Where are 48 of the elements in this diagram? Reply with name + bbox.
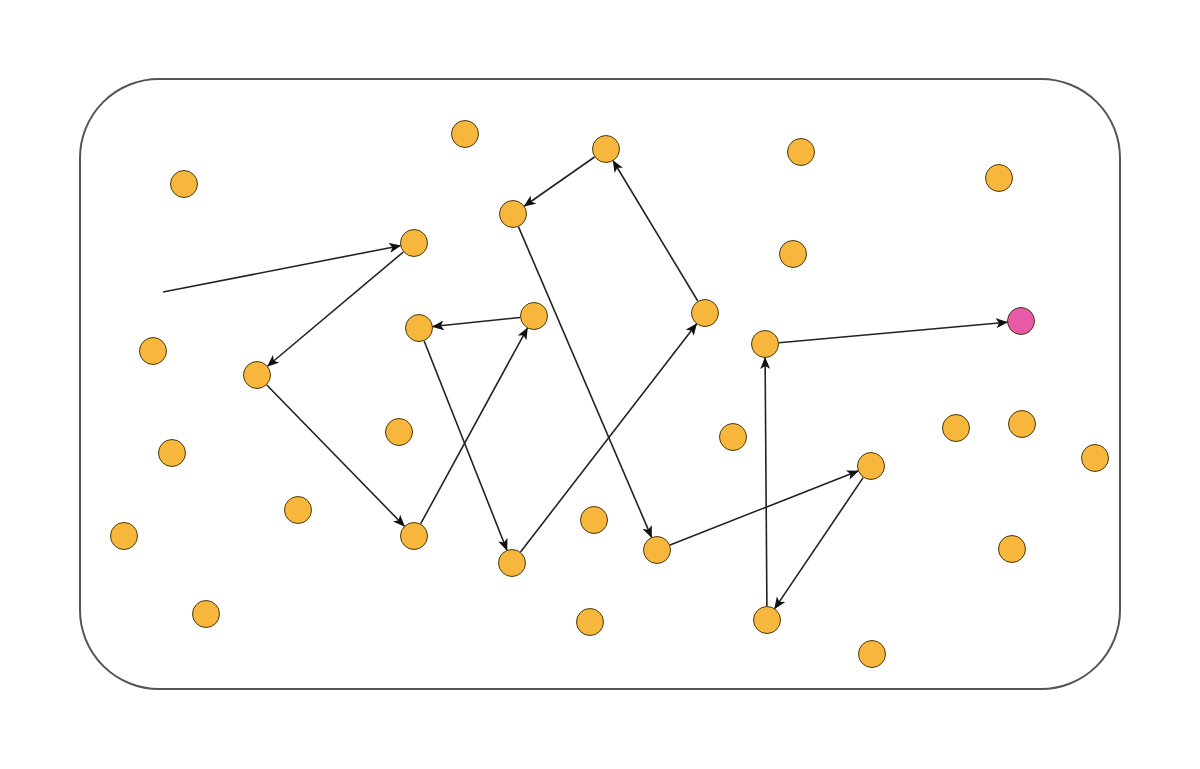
dot-marker	[857, 452, 885, 480]
dot-marker	[751, 330, 779, 358]
arrow	[523, 156, 596, 207]
arrow	[612, 160, 699, 302]
arrow	[517, 226, 653, 539]
frame-box	[79, 78, 1121, 690]
dot-marker	[520, 302, 548, 330]
dot-marker	[580, 506, 608, 534]
dot-marker	[405, 314, 433, 342]
arrow	[162, 242, 402, 293]
dot-marker	[985, 164, 1013, 192]
arrow	[778, 318, 1009, 344]
dot-marker	[170, 170, 198, 198]
dot-marker	[858, 640, 886, 668]
dot-marker	[385, 418, 413, 446]
dot-marker	[779, 240, 807, 268]
arrow	[266, 251, 405, 367]
dot-marker	[110, 522, 138, 550]
arrow	[431, 316, 521, 331]
dot-marker	[284, 496, 312, 524]
dot-marker	[719, 423, 747, 451]
dot-marker	[998, 535, 1026, 563]
dot-marker	[451, 120, 479, 148]
arrow	[265, 384, 406, 527]
dot-marker	[942, 414, 970, 442]
dot-marker	[592, 135, 620, 163]
dot-marker	[139, 337, 167, 365]
dot-marker	[691, 299, 719, 327]
arrow	[760, 357, 771, 607]
dot-marker	[787, 138, 815, 166]
dot-marker	[158, 439, 186, 467]
arrow	[419, 327, 529, 525]
arrow	[423, 340, 508, 551]
dot-marker	[753, 606, 781, 634]
arrow	[774, 476, 864, 610]
dot-marker	[576, 608, 604, 636]
arrow	[669, 470, 859, 546]
dot-marker	[498, 549, 526, 577]
dot-marker	[499, 200, 527, 228]
dot-marker	[243, 361, 271, 389]
dot-marker	[192, 600, 220, 628]
dot-marker	[400, 522, 428, 550]
dot-marker	[1008, 410, 1036, 438]
dot-marker	[400, 229, 428, 257]
dot-marker	[1081, 444, 1109, 472]
dot-marker	[1007, 307, 1035, 335]
dot-marker	[643, 536, 671, 564]
arrow	[519, 323, 698, 553]
